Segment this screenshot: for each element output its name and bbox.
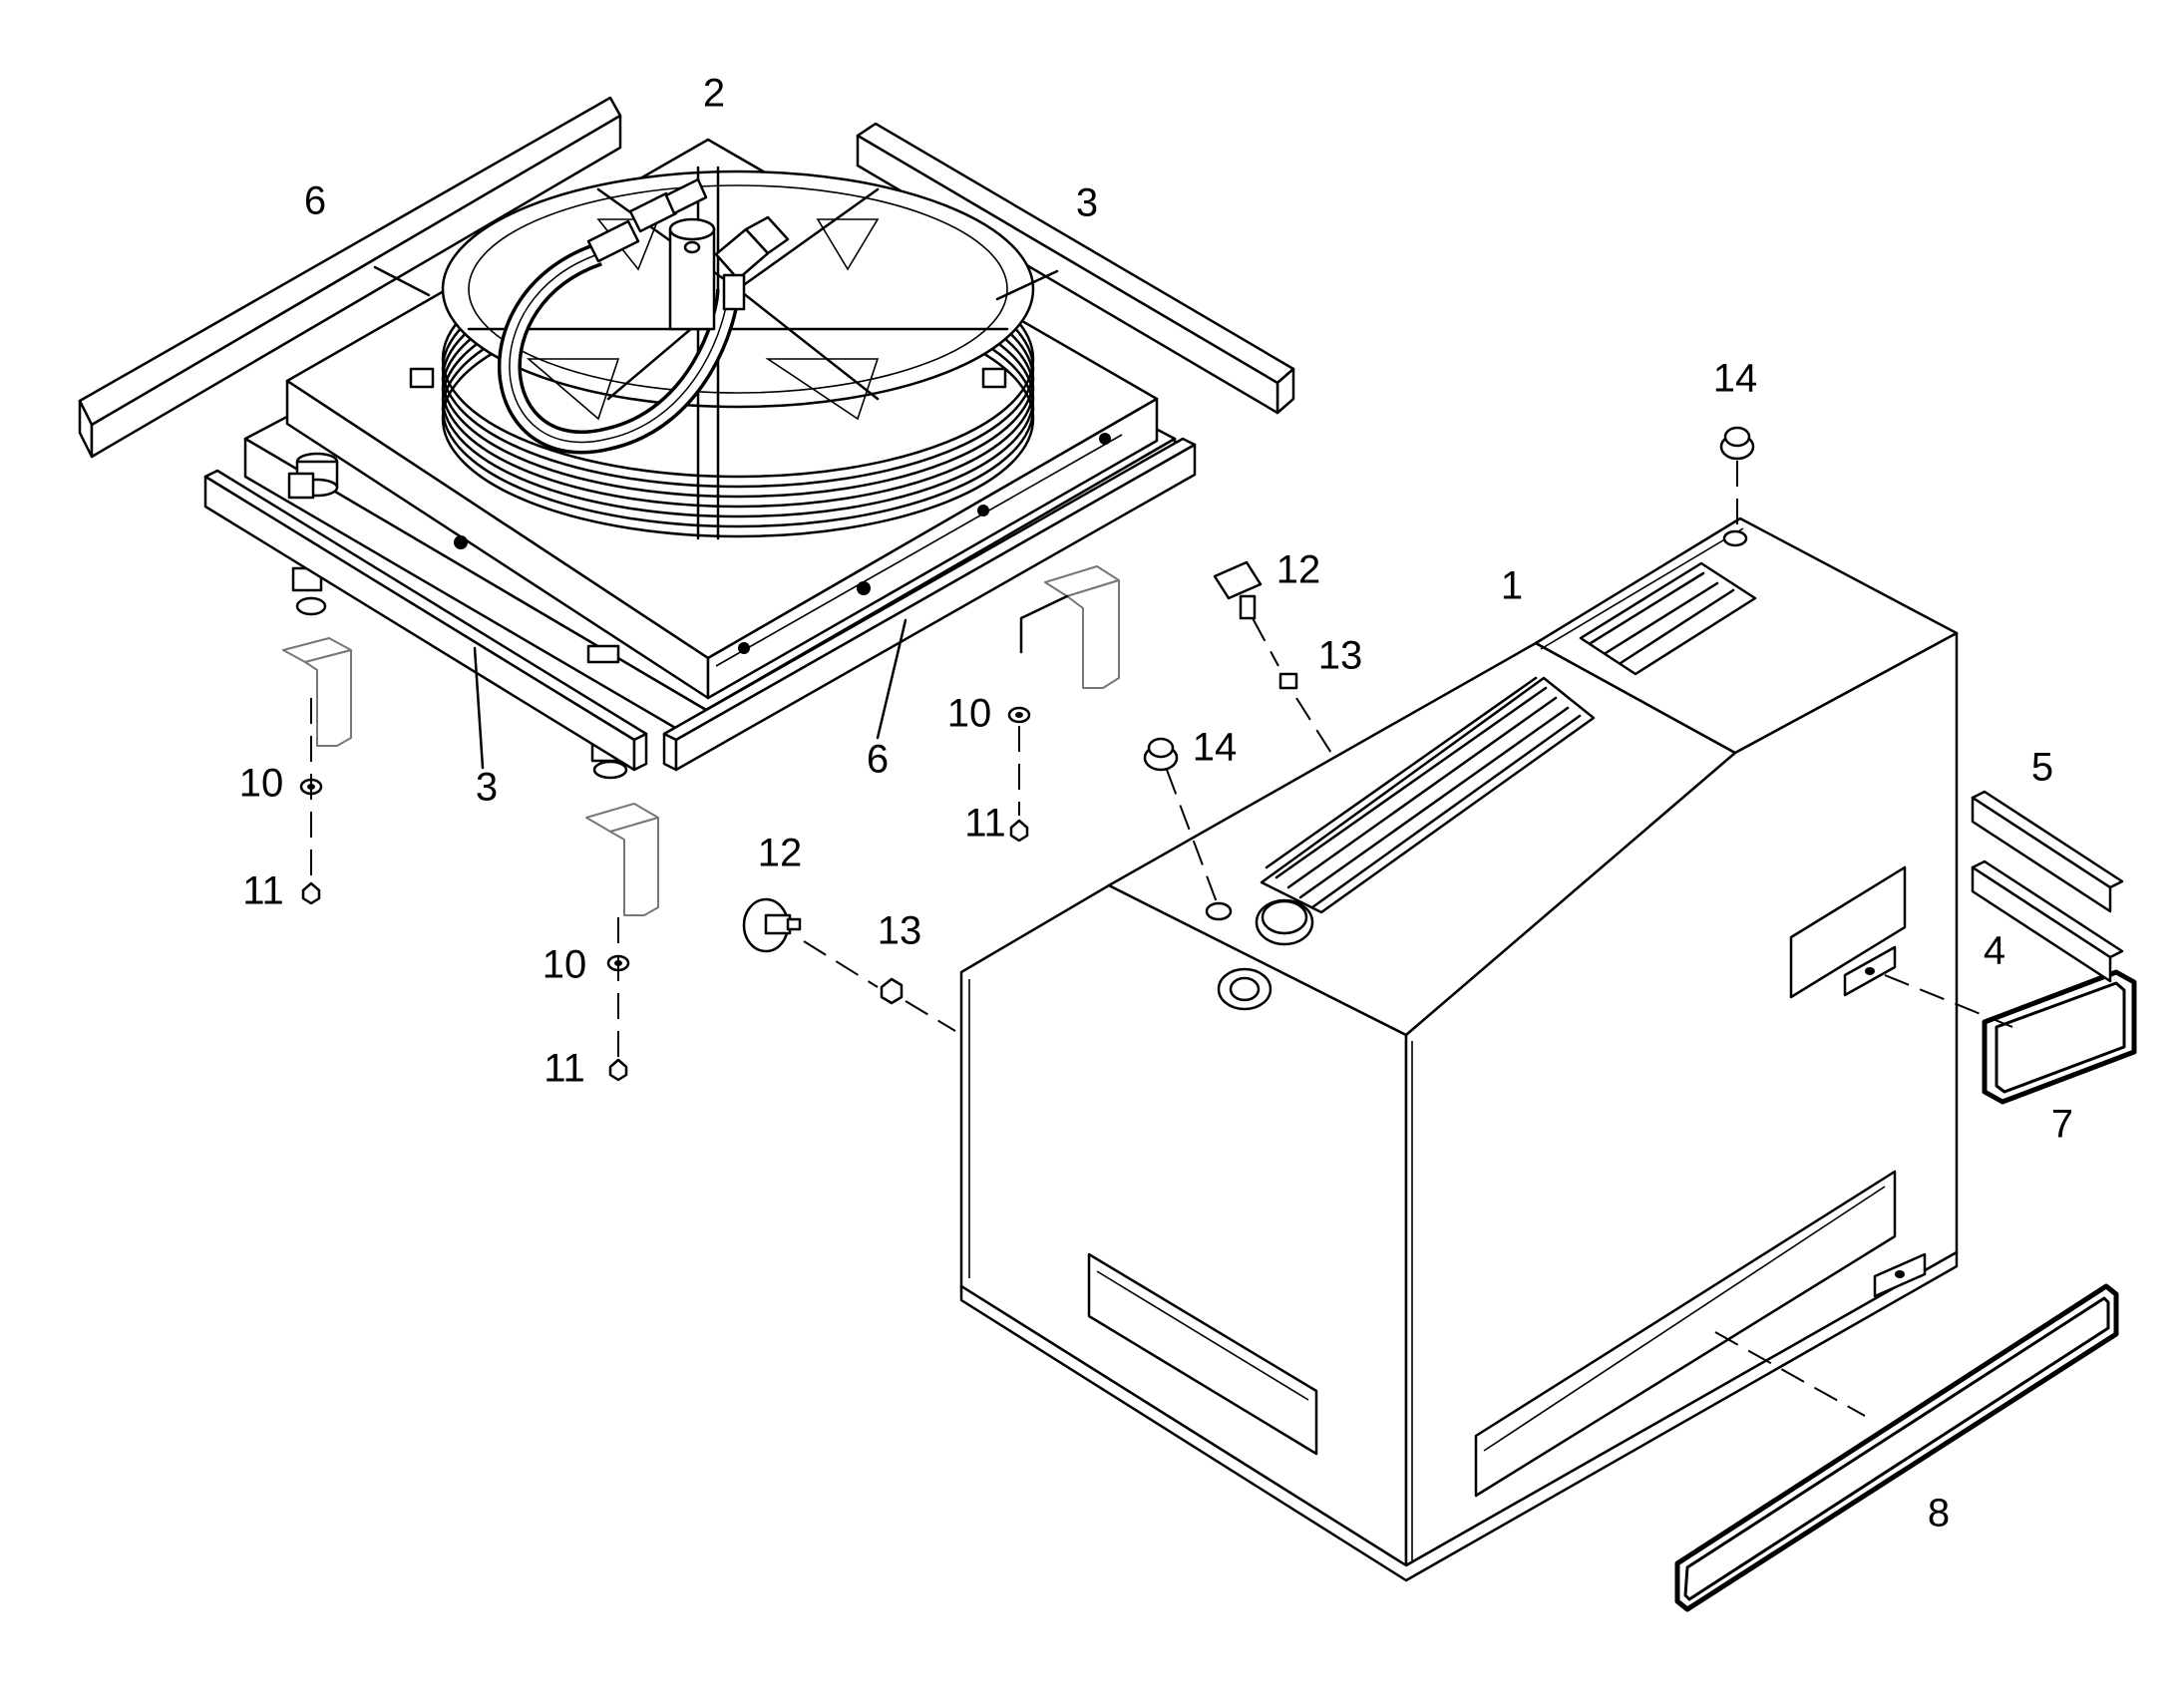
side-cover-plate: [1789, 865, 1927, 1298]
assembly-leader-lines: [373, 265, 2013, 1417]
mounting-brackets: [282, 565, 1120, 916]
label-part-12-upper: 12: [1276, 548, 1321, 592]
top-louver-vent: [1260, 676, 1596, 914]
part-labels: 2 6 3 14 12 1 13 10 14 6 5 10 3 11 12 11…: [239, 72, 2073, 1536]
label-part-11-middle: 11: [544, 1047, 585, 1091]
label-part-13-lower: 13: [878, 909, 922, 953]
filler-neck: [1205, 529, 1748, 1011]
grommet-14: [1143, 426, 1755, 772]
mounting-bar-6-top: [78, 96, 622, 459]
label-part-13-upper: 13: [1318, 634, 1363, 678]
label-part-5: 5: [2031, 746, 2053, 790]
label-part-8: 8: [1928, 1492, 1950, 1536]
label-part-2: 2: [703, 72, 725, 116]
rear-louver-vent: [1579, 561, 1757, 676]
label-part-10-left: 10: [239, 762, 284, 806]
label-part-6-top: 6: [304, 179, 326, 223]
bars-4-5: [1971, 790, 2124, 983]
label-part-6-lower: 6: [867, 738, 889, 782]
label-part-10-right: 10: [947, 692, 992, 736]
rubber-buffer-12-upper: [1213, 560, 1263, 620]
label-part-11-left: 11: [242, 869, 284, 913]
label-part-4: 4: [1984, 929, 2005, 973]
nut-13: [880, 672, 1298, 1005]
side-rail-3-lower: [203, 469, 648, 772]
label-part-14-lower: 14: [1193, 726, 1238, 770]
gasket-7: [1982, 969, 2137, 1105]
lower-openings: [1087, 1170, 1897, 1498]
label-part-12-lower: 12: [758, 832, 803, 875]
hose-assembly: [497, 177, 790, 455]
label-part-1: 1: [1501, 564, 1523, 608]
gasket-8: [1674, 1283, 2119, 1612]
label-part-3-lower: 3: [476, 766, 498, 810]
cooler-assembly: [78, 96, 1295, 1082]
label-part-10-middle: 10: [543, 943, 587, 987]
side-rail-6-lower: [662, 437, 1197, 772]
label-part-3-top: 3: [1076, 181, 1098, 225]
mounting-bar-3-top: [856, 122, 1295, 415]
label-part-7: 7: [2051, 1103, 2073, 1147]
label-part-11-right: 11: [964, 802, 1006, 846]
rubber-buffer-12-lower: [742, 897, 802, 953]
label-part-14-upper: 14: [1713, 357, 1758, 401]
hardware-washers-nuts: [299, 698, 1031, 1082]
